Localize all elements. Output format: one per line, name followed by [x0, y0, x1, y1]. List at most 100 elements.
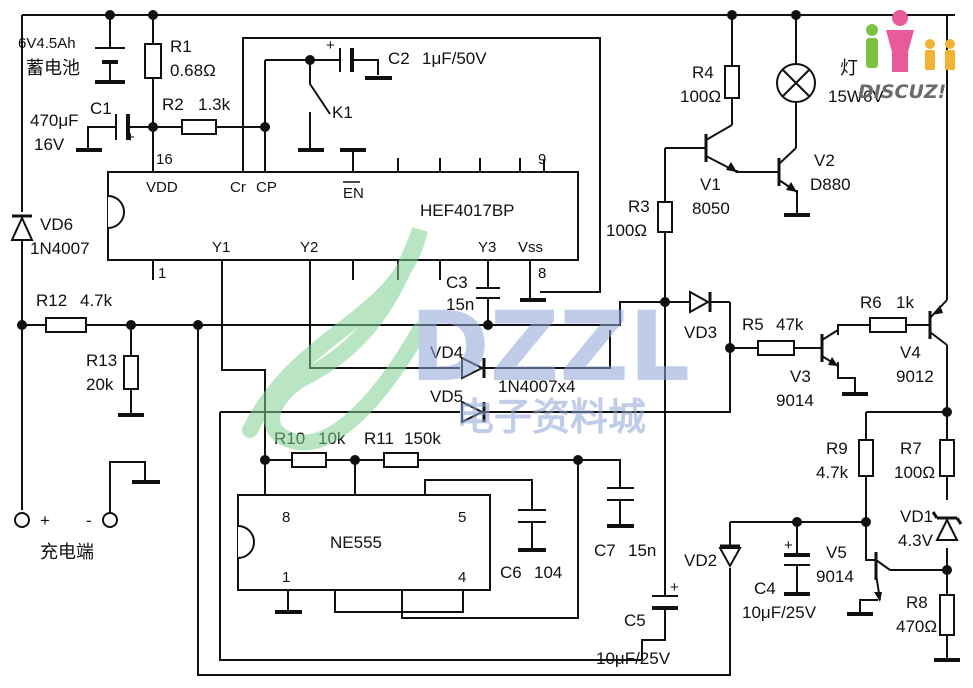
- capacitor-c4: [784, 553, 810, 566]
- ic1-pin-number-1: 1: [158, 265, 166, 282]
- ic2-pin-number-1: 1: [282, 569, 290, 586]
- v4-value-label: 9012: [896, 367, 934, 386]
- r11-ref-label: R11: [364, 429, 394, 448]
- c5-plus-sign: +: [670, 579, 679, 596]
- vd6-value-label: 1N4007: [30, 239, 90, 258]
- c6-ref-label: C6: [500, 563, 522, 582]
- ic2-pin-number-8: 8: [282, 509, 290, 526]
- transistor-v2: [777, 147, 798, 193]
- r1-ref-label: R1: [170, 37, 192, 56]
- r7-value-label: 100Ω: [894, 463, 935, 482]
- watermark-site-text: 电子资料城: [456, 395, 646, 439]
- lamp-value-label: 15W6V: [828, 87, 884, 106]
- c1-voltage-label: 16V: [34, 135, 65, 154]
- ic1-pin-y1: Y1: [212, 239, 230, 256]
- c4-value-label: 10μF/25V: [742, 603, 817, 622]
- transistor-v3: [820, 329, 839, 367]
- capacitor-c6: [518, 509, 546, 523]
- charge-terminal-positive: [14, 512, 30, 528]
- ic2-pin-number-5: 5: [458, 509, 466, 526]
- c4-ref-label: C4: [754, 579, 776, 598]
- c3-ref-label: C3: [446, 273, 468, 292]
- vd5-ref-label: VD5: [430, 387, 463, 406]
- r4-ref-label: R4: [692, 63, 714, 82]
- r5-ref-label: R5: [742, 315, 764, 334]
- ic1-pin-y3: Y3: [478, 239, 496, 256]
- ic-hef4017: [107, 171, 579, 261]
- capacitor-c3: [476, 287, 500, 299]
- r12-value-label: 4.7k: [80, 291, 113, 310]
- vd1-value-label: 4.3V: [898, 531, 934, 550]
- r13-ref-label: R13: [86, 351, 117, 370]
- r11-value-label: 150k: [404, 429, 441, 448]
- resistor-r9: [858, 439, 874, 477]
- v3-value-label: 9014: [776, 391, 814, 410]
- wires: [21, 14, 955, 676]
- resistor-r11: [383, 452, 419, 468]
- v5-value-label: 9014: [816, 567, 854, 586]
- r13-value-label: 20k: [86, 375, 114, 394]
- c3-value-label: 15n: [446, 295, 474, 314]
- v1-ref-label: V1: [700, 175, 721, 194]
- ic1-name: HEF4017BP: [420, 201, 515, 220]
- ic1-pin-number-16: 16: [156, 151, 173, 168]
- resistor-r13: [123, 355, 139, 390]
- ic1-pin-y2: Y2: [300, 239, 318, 256]
- ground-symbols: [76, 76, 960, 662]
- discuz-watermark: DISCUZ!: [858, 10, 955, 103]
- ic1-pin-cr: Cr: [230, 179, 246, 196]
- c4-plus-sign: +: [784, 537, 793, 554]
- r8-ref-label: R8: [906, 593, 928, 612]
- r5-value-label: 47k: [776, 315, 804, 334]
- watermark-logo-text: DZZL: [410, 291, 690, 403]
- ic2-pin-number-4: 4: [458, 569, 466, 586]
- ic1-pin-vdd: VDD: [146, 179, 178, 196]
- charge-minus-sign: -: [86, 511, 92, 530]
- battery-capacity-label: 6V4.5Ah: [18, 35, 76, 52]
- zener-diode-vd1: [931, 511, 963, 541]
- r6-ref-label: R6: [860, 293, 882, 312]
- switch-k1: [309, 83, 331, 115]
- v2-value-label: D880: [810, 175, 851, 194]
- c6-value-label: 104: [534, 563, 562, 582]
- diode-vd4: [461, 356, 486, 380]
- r2-value-label: 1.3k: [198, 95, 231, 114]
- vd6-ref-label: VD6: [40, 215, 73, 234]
- resistor-r1: [144, 43, 162, 79]
- r9-value-label: 4.7k: [816, 463, 849, 482]
- transistor-v5: [874, 552, 891, 602]
- capacitor-c7: [607, 487, 634, 501]
- v5-ref-label: V5: [826, 543, 847, 562]
- charge-port-label: 充电端: [40, 542, 94, 563]
- discuz-people-icon: [866, 10, 955, 72]
- r4-value-label: 100Ω: [680, 87, 721, 106]
- vd2-ref-label: VD2: [684, 551, 717, 570]
- transistor-v1: [704, 124, 738, 173]
- battery-name-label: 蓄电池: [26, 58, 80, 79]
- resistor-r10: [291, 452, 327, 468]
- c2-plus-sign: +: [326, 37, 335, 54]
- r6-value-label: 1k: [896, 293, 914, 312]
- dzzl-swoosh-icon: [242, 227, 428, 451]
- r1-value-label: 0.68Ω: [170, 61, 216, 80]
- discuz-logo-text: DISCUZ!: [858, 81, 946, 103]
- c2-ref-label: C2: [388, 49, 410, 68]
- resistor-r8: [939, 594, 955, 636]
- r8-value-label: 470Ω: [896, 617, 937, 636]
- c1-ref-label: C1: [90, 99, 112, 118]
- dzzl-watermark: DZZL 电子资料城: [242, 227, 690, 451]
- v1-value-label: 8050: [692, 199, 730, 218]
- battery-symbol: [95, 47, 125, 64]
- vd4-ref-label: VD4: [430, 343, 463, 362]
- c7-ref-label: C7: [594, 541, 616, 560]
- c1-value-label: 470μF: [30, 111, 79, 130]
- diode-vd6: [10, 214, 34, 241]
- c2-value-label: 1μF/50V: [422, 49, 487, 68]
- r3-ref-label: R3: [628, 197, 650, 216]
- c5-value-label: 10μF/25V: [596, 649, 671, 668]
- ic1-pin-vss: Vss: [518, 239, 543, 256]
- diode-type-note: 1N4007x4: [498, 377, 576, 396]
- vd3-ref-label: VD3: [684, 323, 717, 342]
- transistor-v4: [928, 299, 948, 346]
